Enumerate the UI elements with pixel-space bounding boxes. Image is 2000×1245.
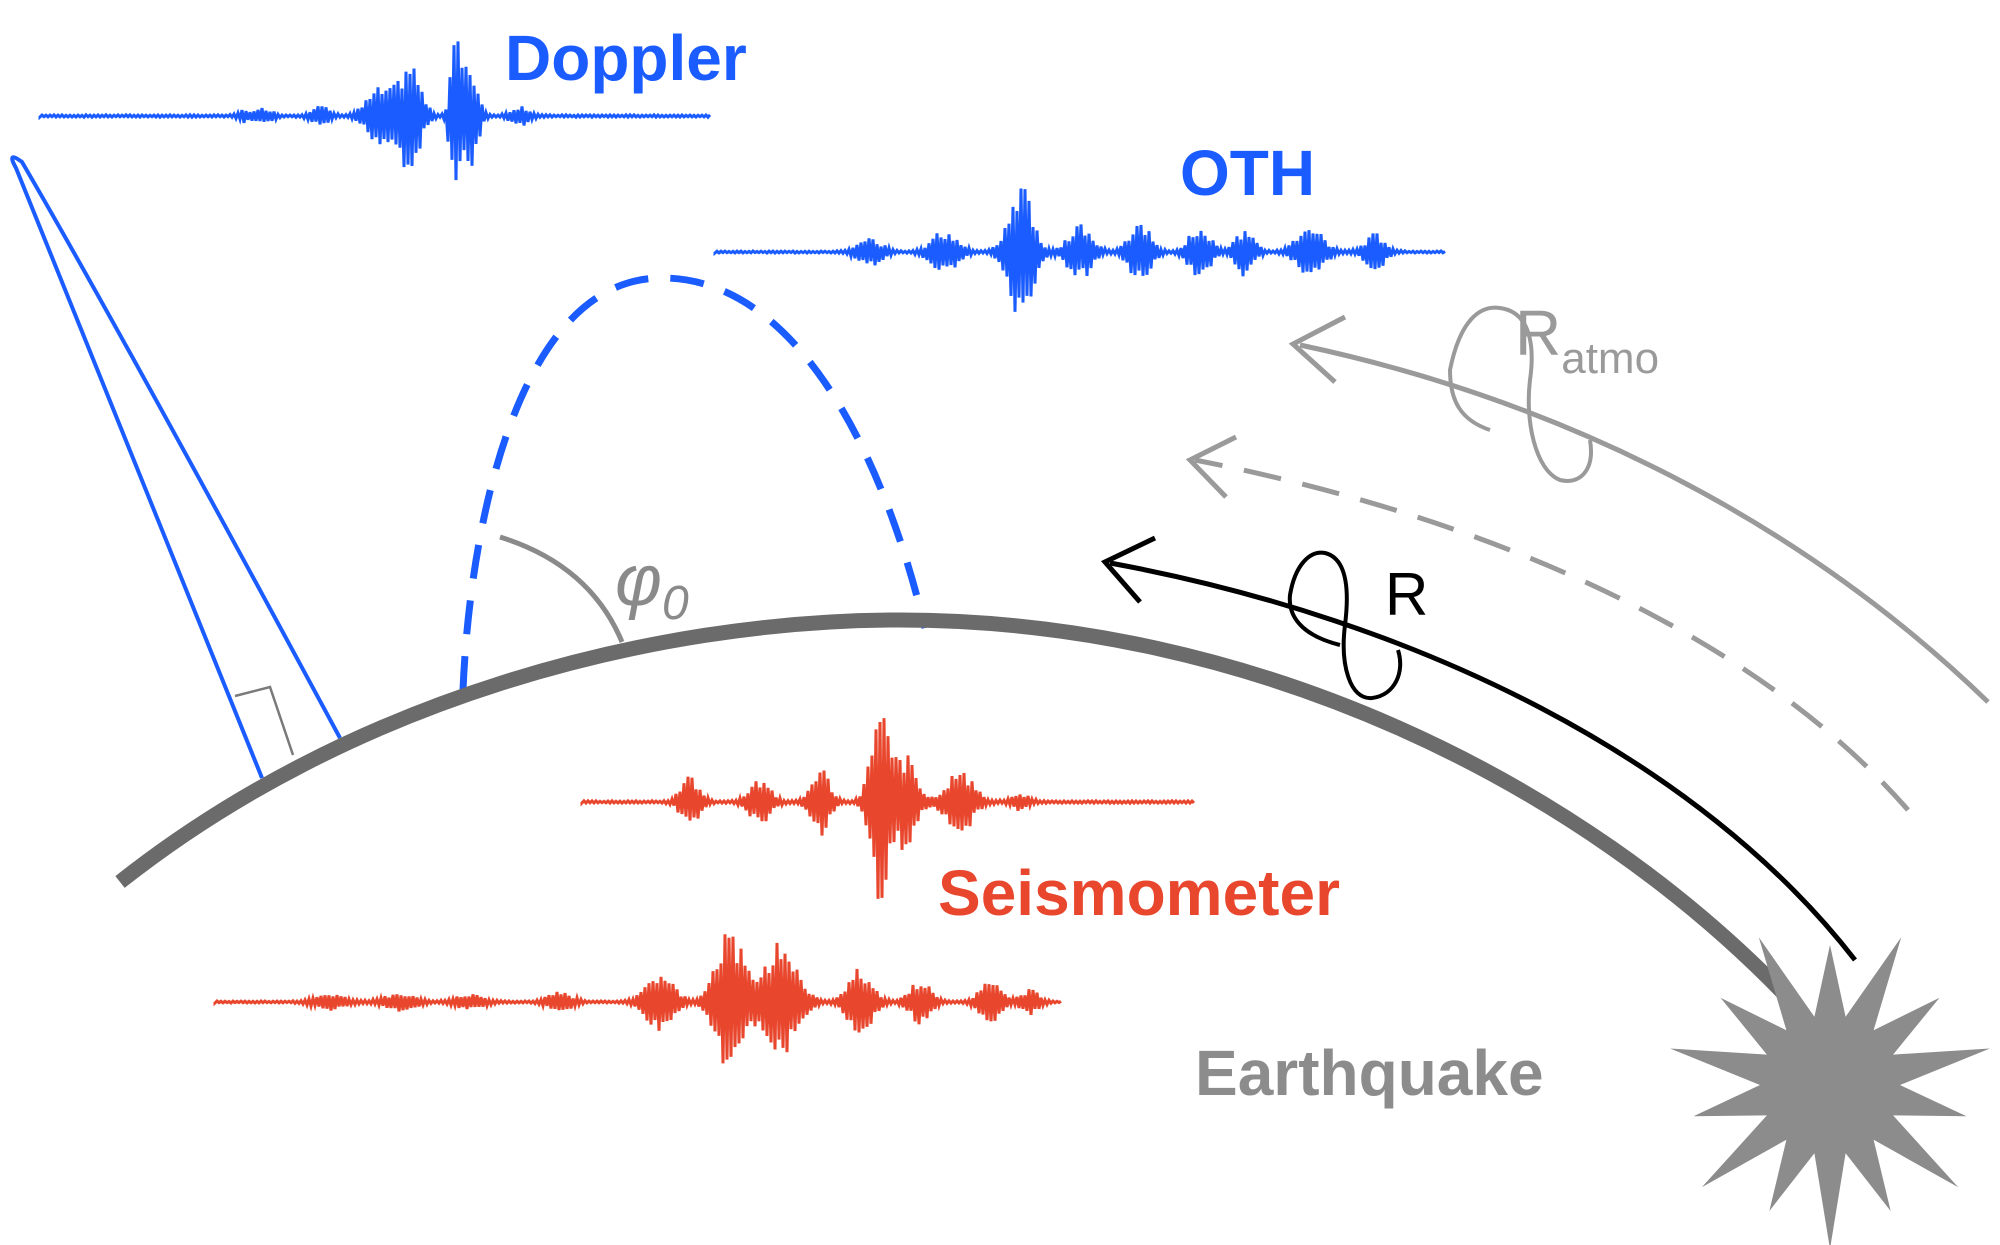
r-arrowhead xyxy=(1100,535,1157,604)
r-atmo-arrowhead xyxy=(1288,314,1347,384)
oth-ray-path xyxy=(459,274,929,691)
seismometer-label: Seismometer xyxy=(938,857,1340,929)
r-atmo-arrow xyxy=(1299,342,1990,704)
doppler-waveform xyxy=(38,41,712,181)
doppler-beam xyxy=(10,155,342,779)
phi-subscript: 0 xyxy=(662,577,689,630)
seismometer-waveform-upper xyxy=(580,718,1196,899)
earthquake-star-icon xyxy=(1670,937,1990,1245)
oth-waveform xyxy=(713,188,1446,312)
dashed-gray-arrowhead xyxy=(1185,434,1238,499)
seismometer-waveform-lower xyxy=(213,934,1062,1064)
r-arrow xyxy=(1109,560,1857,962)
r-wavelet xyxy=(1287,550,1403,700)
dashed-gray-arrow xyxy=(1194,457,1910,812)
r-atmo-subscript: atmo xyxy=(1561,334,1659,383)
earthquake-label: Earthquake xyxy=(1195,1037,1544,1109)
r-label: R xyxy=(1385,561,1428,628)
doppler-label: Doppler xyxy=(505,22,747,94)
r-atmo-label: Ratmo xyxy=(1515,297,1659,383)
r-atmo-main: R xyxy=(1515,297,1561,369)
phi-angle-arc xyxy=(499,534,625,643)
oth-label: OTH xyxy=(1180,137,1315,209)
earth-surface xyxy=(115,612,1796,1006)
r-atmo-wavelet xyxy=(1447,305,1593,483)
phi-symbol: φ xyxy=(615,541,662,621)
phi-label: φ0 xyxy=(615,541,689,630)
right-angle-marker xyxy=(234,685,295,756)
